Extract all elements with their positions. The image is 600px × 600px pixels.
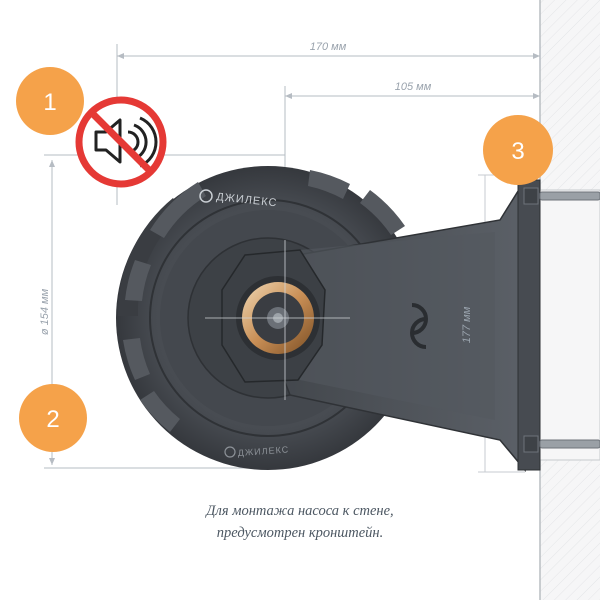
dzhileks-logo-icon: [410, 303, 428, 349]
pump-hub: [221, 249, 326, 383]
badge-3: 3: [483, 115, 553, 185]
wall-bolt-bottom: [523, 435, 600, 453]
svg-text:2: 2: [46, 406, 59, 433]
svg-text:3: 3: [511, 138, 524, 165]
axis-to-wall-label: 105 мм: [395, 81, 432, 93]
diameter-label: ø 154 мм: [39, 288, 51, 335]
caption-line-1: Для монтажа насоса к стене,: [206, 503, 394, 519]
brand-logo-bottom: ДЖИЛЕКС: [224, 444, 289, 458]
pump-ribs: [117, 170, 405, 432]
wall-bracket: 177 мм: [238, 177, 600, 473]
caption-line-2: предусмотрен кронштейн.: [216, 525, 384, 541]
badge-1: 1: [16, 67, 84, 135]
caption: Для монтажа насоса к стене, предусмотрен…: [100, 500, 500, 544]
badge-2: 2: [19, 384, 87, 452]
no-sound-icon: [75, 96, 167, 188]
svg-text:ДЖИЛЕКС: ДЖИЛЕКС: [237, 444, 289, 458]
overall-width-label: 170 мм: [310, 41, 347, 53]
wall-bolt-top: [523, 187, 600, 205]
axis-lines: [205, 240, 350, 400]
svg-text:1: 1: [43, 89, 56, 116]
bracket-height-label: 177 мм: [461, 306, 473, 343]
wall: [539, 0, 600, 600]
